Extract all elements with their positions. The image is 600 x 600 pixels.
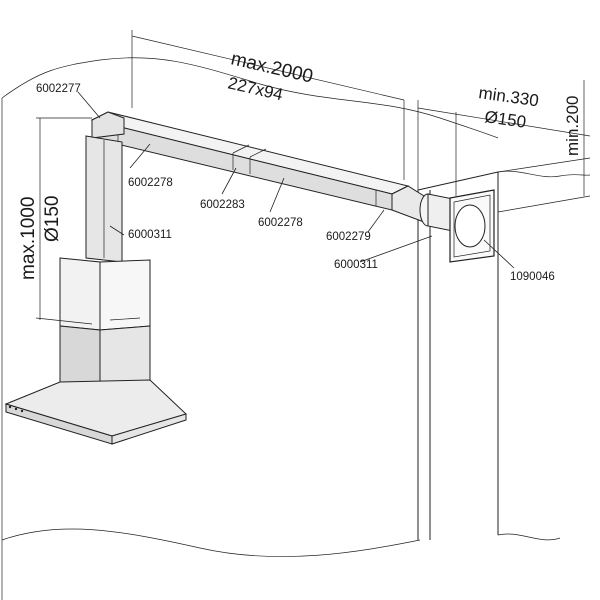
dim-vertical-diameter: Ø150 <box>42 196 63 242</box>
label-1090046: 1090046 <box>510 271 555 283</box>
label-6002278-mid: 6002278 <box>258 217 303 229</box>
vertical-duct <box>85 135 123 263</box>
glass-chimney <box>59 257 151 331</box>
wall-grille <box>449 189 495 263</box>
label-6002278-left: 6002278 <box>128 177 173 189</box>
label-6002283: 6002283 <box>200 199 245 211</box>
dim-wall-diameter: Ø150 <box>483 107 527 132</box>
hood-canopy <box>4 379 187 445</box>
elbow-piece <box>91 111 125 139</box>
label-6000311-vertical: 6000311 <box>128 229 172 241</box>
label-6002277: 6002277 <box>36 83 81 95</box>
leader-lines <box>77 91 515 269</box>
dim-vertical-length: max.1000 <box>18 197 39 280</box>
dimension-lines <box>35 30 591 325</box>
label-6002279: 6002279 <box>326 231 371 243</box>
room-outline <box>1 57 499 600</box>
horizontal-duct <box>90 111 410 211</box>
dim-ceiling-gap: min.200 <box>563 96 582 156</box>
label-6000311-wall: 6000311 <box>334 259 378 271</box>
